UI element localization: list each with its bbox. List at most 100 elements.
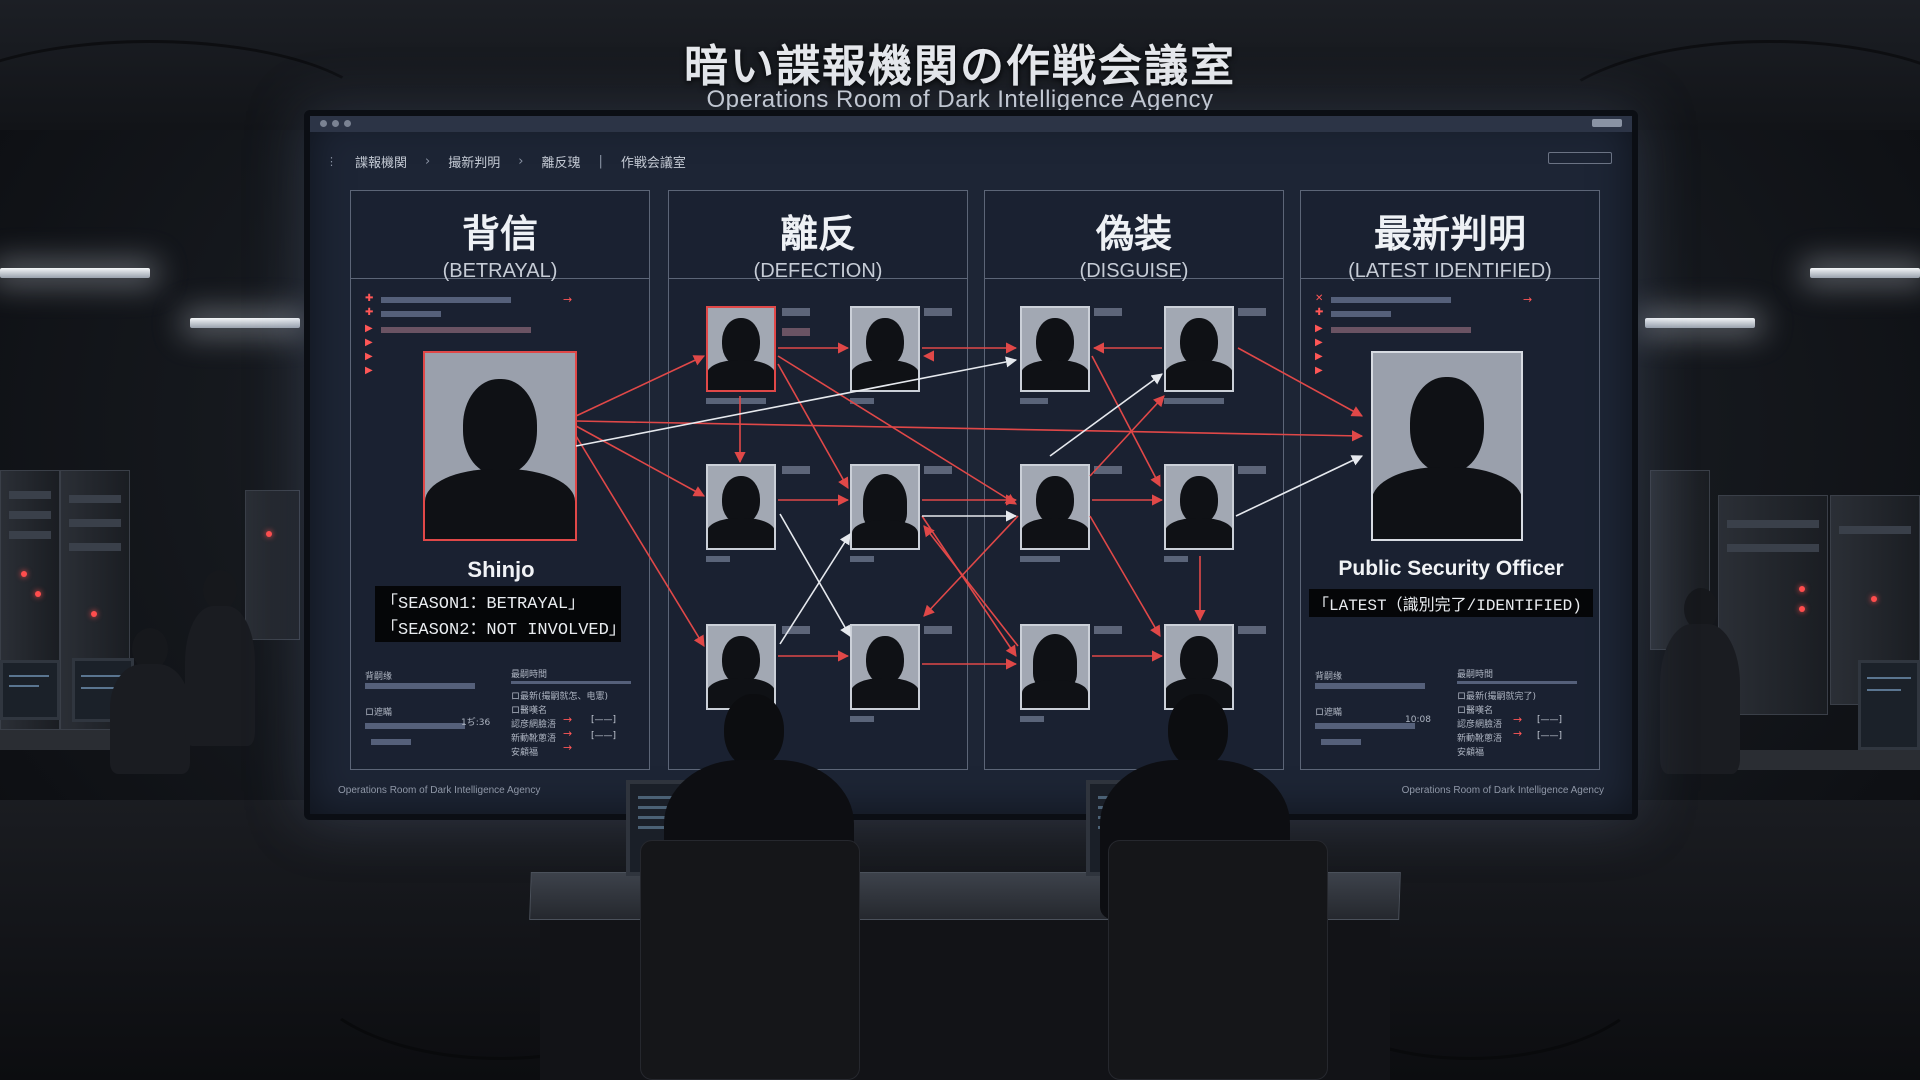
node-photo[interactable] [850, 306, 920, 392]
bracket-field: [——] [1537, 731, 1563, 741]
page-title: 暗い諜報機関の作戦会議室 [684, 41, 1236, 92]
node-info-bar [1164, 398, 1224, 404]
silhouette-icon [1022, 308, 1088, 390]
suspect-photo-public-security-officer[interactable] [1371, 351, 1523, 541]
node-tag [782, 328, 810, 336]
column-betrayal: 背信 (BETRAYAL) ✚ ✚ ▶ ▶ ▶ ▶ → Shinjo 「SEAS… [350, 190, 650, 770]
ceiling-light [0, 268, 150, 278]
node-info-bar [1020, 398, 1048, 404]
node-tag [1094, 308, 1122, 316]
window-control[interactable] [1592, 119, 1622, 127]
info-bar [1331, 327, 1471, 333]
info-bar [1331, 297, 1451, 303]
info-item: 安顧福 [1457, 748, 1485, 758]
menu-handle-icon[interactable]: ⋮ [326, 155, 337, 168]
node-photo[interactable] [1164, 306, 1234, 392]
operator-chair [1108, 840, 1328, 1080]
close-icon: ✕ [1315, 293, 1324, 304]
ceiling-light [1645, 318, 1755, 328]
column-title: 背信 [461, 212, 538, 256]
background-person-head [203, 570, 237, 610]
triangle-icon: ▶ [365, 351, 373, 362]
triangle-icon: ▶ [1315, 323, 1323, 334]
info-label: 背嗣缘 [365, 672, 393, 682]
arrow-right-icon: → [563, 293, 573, 306]
breadcrumb: ⋮ 諜報機関 › 撮新判明 › 離反瑰 | 作戦会議室 [326, 152, 686, 171]
info-item: 新動靴蔥浯 [511, 734, 557, 744]
node-info-bar [850, 556, 874, 562]
main-display-screen: ⋮ 諜報機関 › 撮新判明 › 離反瑰 | 作戦会議室 背信 (BETRAYAL… [304, 110, 1638, 820]
divider: | [598, 154, 603, 169]
node-photo[interactable] [1020, 306, 1090, 392]
operator-head [724, 694, 784, 768]
info-bar [371, 739, 411, 745]
node-photo[interactable] [706, 464, 776, 550]
window-dot-icon[interactable] [344, 120, 351, 127]
arrow-right-icon: → [1523, 293, 1533, 306]
arrow-right-icon: → [1513, 713, 1523, 726]
info-bar [1315, 683, 1425, 689]
info-bar [381, 327, 531, 333]
status-tag-line: 「SEASON2：NOT INVOLVED」 [381, 621, 626, 640]
suspect-photo-shinjo[interactable] [423, 351, 577, 541]
info-bar [1315, 723, 1415, 729]
silhouette-icon [852, 308, 918, 390]
window-dot-icon[interactable] [320, 120, 327, 127]
silhouette-icon [1166, 466, 1232, 548]
silhouette-icon [852, 466, 918, 548]
time-readout: 1ぢ:36 [461, 718, 491, 728]
info-bar [365, 723, 465, 729]
node-photo[interactable] [1020, 624, 1090, 710]
info-item: ロ最新(撮嗣就完了) [1457, 692, 1537, 702]
node-photo[interactable] [1020, 464, 1090, 550]
info-item: ロ醫嘆名 [511, 706, 548, 716]
arrow-right-icon: → [563, 741, 573, 754]
operator-head [1168, 694, 1228, 768]
silhouette-icon [708, 626, 774, 708]
node-tag [782, 308, 810, 316]
page-subtitle: Operations Room of Dark Intelligence Age… [706, 86, 1214, 113]
status-tag: 「SEASON1：BETRAYAL」 「SEASON2：NOT INVOLVED… [375, 586, 626, 642]
window-dot-icon[interactable] [332, 120, 339, 127]
ceiling-light [1810, 268, 1920, 278]
column-title: 最新判明 [1373, 212, 1526, 256]
column-title: 偽装 [1095, 212, 1172, 256]
node-tag [1094, 626, 1122, 634]
node-photo[interactable] [850, 464, 920, 550]
chevron-right-icon: › [518, 154, 524, 169]
breadcrumb-item[interactable]: 作戦会議室 [620, 156, 686, 171]
breadcrumb-item[interactable]: 諜報機関 [355, 156, 408, 171]
suspect-name: Public Security Officer [1338, 557, 1564, 580]
breadcrumb-item[interactable]: 離反瑰 [541, 156, 581, 171]
breadcrumb-item[interactable]: 撮新判明 [448, 156, 501, 171]
info-bar [1321, 739, 1361, 745]
column-subtitle: (LATEST IDENTIFIED) [1348, 260, 1552, 282]
column-subtitle: (BETRAYAL) [442, 260, 558, 282]
column-header: 背信 (BETRAYAL) [351, 191, 649, 282]
time-readout: 10:08 [1405, 715, 1431, 725]
node-photo[interactable] [706, 306, 776, 392]
plus-icon: ✚ [365, 293, 374, 304]
column-header: 離反 (DEFECTION) [669, 191, 967, 282]
background-person [110, 664, 190, 774]
triangle-icon: ▶ [365, 337, 373, 348]
node-photo[interactable] [1164, 464, 1234, 550]
side-monitor [1858, 660, 1920, 750]
node-info-bar [850, 716, 874, 722]
node-info-bar [1020, 716, 1044, 722]
node-tag [924, 626, 952, 634]
node-tag [1238, 626, 1266, 634]
background-person [1660, 624, 1740, 774]
node-tag [924, 466, 952, 474]
node-tag [1094, 466, 1122, 474]
info-label: ロ遮瞞 [1315, 708, 1343, 718]
screen-zoom-control[interactable] [1548, 152, 1612, 164]
node-photo[interactable] [850, 624, 920, 710]
info-item: ロ醫嘆名 [1457, 706, 1494, 716]
info-item: 認彦網臉浯 [1457, 720, 1503, 730]
info-bar [511, 681, 631, 684]
silhouette-icon [425, 353, 575, 539]
info-item: 認彦網臉浯 [511, 720, 557, 730]
ceiling-light [190, 318, 300, 328]
cable [300, 860, 700, 1060]
